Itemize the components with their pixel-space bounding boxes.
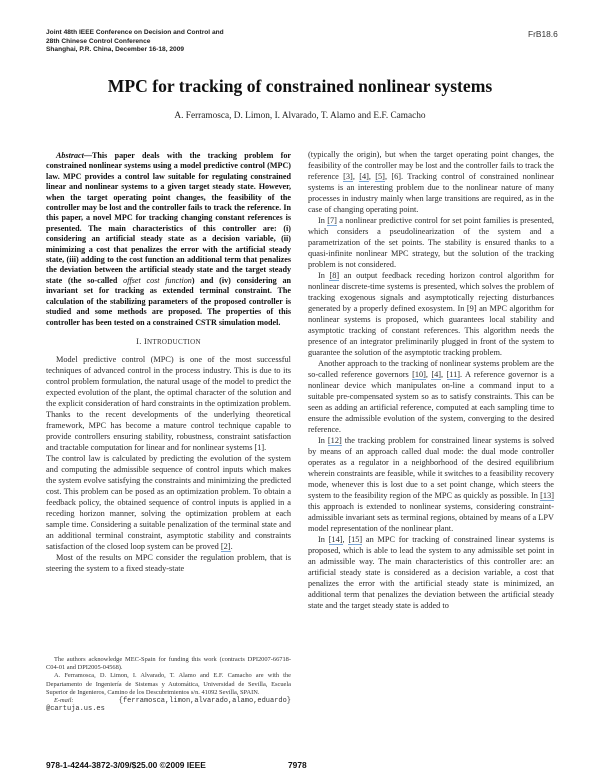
paragraph: Most of the results on MPC consider the … <box>46 552 291 573</box>
conference-line: 28th Chinese Control Conference <box>46 37 151 45</box>
paragraph: (typically the origin), but when the tar… <box>308 150 554 214</box>
paper-authors: A. Ferramosca, D. Limon, I. Alvarado, T.… <box>174 111 426 121</box>
footnote-funding: The authors acknowledge MEC-Spain for fu… <box>46 656 291 672</box>
citation-link[interactable]: [13] <box>540 491 554 501</box>
footer-isbn: 978-1-4244-3872-3/09/$25.00 ©2009 IEEE <box>46 760 206 770</box>
conference-line: Shanghai, P.R. China, December 16-18, 20… <box>46 46 185 54</box>
citation-link[interactable]: [4] <box>359 172 369 182</box>
paper-title: MPC for tracking of constrained nonlinea… <box>107 76 493 96</box>
left-column: Abstract—This paper deals with the track… <box>46 151 291 574</box>
citation-link[interactable]: [8] <box>329 271 340 281</box>
conference-header: Joint 48th IEEE Conference on Decision a… <box>46 29 346 55</box>
right-column: (typically the origin), but when the tar… <box>308 149 554 611</box>
section-heading-introduction: I. INTRODUCTION <box>136 336 201 346</box>
citation-link[interactable]: [4] <box>431 370 442 380</box>
citation-link[interactable]: [7] <box>327 216 337 226</box>
citation-link[interactable]: [12] <box>327 436 342 446</box>
paragraph: In [8] an output feedback receding horiz… <box>308 271 554 357</box>
paragraph: The control law is calculated by predict… <box>46 453 291 552</box>
footnotes: The authors acknowledge MEC-Spain for fu… <box>46 656 291 713</box>
abstract-label: Abstract <box>56 151 84 160</box>
abstract-text: This paper deals with the tracking probl… <box>46 151 291 285</box>
conference-line: Joint 48th IEEE Conference on Decision a… <box>46 29 224 36</box>
paragraph: In [14], [15] an MPC for tracking of con… <box>308 535 554 610</box>
abstract-emphasis: offset cost function <box>123 275 192 285</box>
citation-link[interactable]: [11] <box>446 370 461 380</box>
page-number: 7978 <box>288 760 307 770</box>
citation-link[interactable]: [5] <box>375 172 385 182</box>
paragraph: In [12] the tracking problem for constra… <box>308 436 554 533</box>
citation-link[interactable]: [15] <box>348 535 363 545</box>
paragraph: Another approach to the tracking of nonl… <box>308 359 555 434</box>
session-id: FrB18.6 <box>528 29 558 39</box>
paragraph: In [7] a nonlinear predictive control fo… <box>308 216 554 269</box>
abstract: Abstract—This paper deals with the track… <box>46 151 291 327</box>
citation-link[interactable]: [14] <box>328 535 343 545</box>
email-address: {ferramosca,limon,alvarado,alamo,eduardo… <box>46 697 291 714</box>
citation-link[interactable]: [10] <box>412 370 426 380</box>
footnote-email: E-mail: {ferramosca,limon,alvarado,alamo… <box>46 697 291 714</box>
paragraph: Model predictive control (MPC) is one of… <box>46 354 291 452</box>
citation-link[interactable]: [3] <box>343 172 353 182</box>
citation-link[interactable]: [2] <box>220 541 231 552</box>
footnote-affiliation: A. Ferramosca, D. Limon, I. Alvarado, T.… <box>46 672 291 696</box>
abstract-text: ) and (iv) considering an invariant set … <box>46 275 291 327</box>
